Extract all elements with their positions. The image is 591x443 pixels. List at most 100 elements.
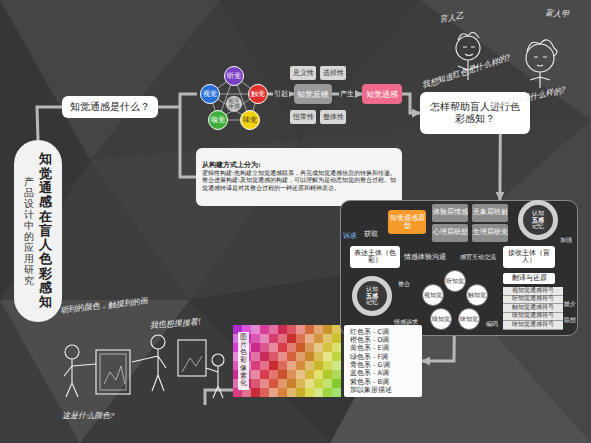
mosaic-cell xyxy=(314,343,323,352)
mosaic-cell xyxy=(296,370,305,379)
edge-note: 编码 xyxy=(486,320,498,329)
mosaic-box: 图片色彩像素化 xyxy=(233,325,341,397)
node-text: 生理层联觉 xyxy=(473,229,508,236)
node-text: 青色系 - G调 xyxy=(350,361,390,369)
prototype-box: 知觉通感原型 xyxy=(388,210,426,234)
mosaic-cell xyxy=(278,343,287,352)
mosaic-cell xyxy=(332,334,341,343)
node-text: 视知觉 xyxy=(424,291,442,300)
node-text: 知觉通感在盲人色彩感知 xyxy=(39,152,52,309)
pixel-mosaic xyxy=(233,325,341,397)
mosaic-cell xyxy=(251,334,260,343)
perception-circle: 触知觉 xyxy=(466,284,488,306)
question-box: 知觉通感是什么？ xyxy=(62,96,158,118)
connector xyxy=(422,336,454,361)
node-text: 知觉通感原型 xyxy=(389,214,425,230)
mosaic-cell xyxy=(296,361,305,370)
node-text: 味知觉通感符号 xyxy=(512,322,554,328)
subject-box: 表达主体（色彩） xyxy=(350,246,400,268)
mosaic-cell xyxy=(305,388,314,397)
node-text: 记忆 xyxy=(532,223,544,230)
node-text: 紫色系 - B调 xyxy=(350,378,389,386)
mosaic-cell xyxy=(269,370,278,379)
mosaic-cell xyxy=(287,370,296,379)
mosaic-cell xyxy=(305,343,314,352)
mosaic-cell xyxy=(314,370,323,379)
mosaic-cell xyxy=(251,361,260,370)
layer-box: 心理层联想 xyxy=(432,224,468,242)
property-tag: 整体性 xyxy=(320,110,346,124)
connector xyxy=(158,107,196,177)
mosaic-cell xyxy=(269,343,278,352)
sense-circle: 嗅觉 xyxy=(208,110,228,130)
edge-label: 引起 xyxy=(273,90,289,99)
node-text: 蓝色系 - A调 xyxy=(350,369,389,377)
mosaic-cell xyxy=(278,325,287,334)
subject-box: 接收主体（盲人） xyxy=(503,246,555,268)
node-text: 翻译与还原 xyxy=(512,274,547,283)
center-label: 相互作用 xyxy=(226,96,242,112)
mosaic-cell xyxy=(332,352,341,361)
mosaic-cell xyxy=(332,379,341,388)
perception-circle: 味知觉 xyxy=(458,308,480,330)
mosaic-cell xyxy=(269,361,278,370)
node-text: 整体性 xyxy=(323,113,344,122)
property-tag: 意义性 xyxy=(290,66,316,80)
mosaic-cell xyxy=(323,352,332,361)
mosaic-cell xyxy=(278,379,287,388)
text-panel: 从构建方式上分为:逻辑性构建:先构建立知觉通感联系，再完成知觉通感信息的转换和传… xyxy=(196,148,402,206)
sense-circle: 味觉 xyxy=(240,110,260,130)
handwritten-note: 盲人乙 xyxy=(439,10,464,24)
node-text: 五感 xyxy=(366,293,378,300)
mosaic-cell xyxy=(323,370,332,379)
mosaic-cell xyxy=(296,352,305,361)
handwritten-note: 听到的颜色，触摸到的画 xyxy=(60,295,149,315)
mosaic-cell xyxy=(296,325,305,334)
symbol-row: 听知觉通感符号 xyxy=(503,296,563,305)
node-text: 听知觉通感符号 xyxy=(512,296,554,302)
node-text: 味知觉 xyxy=(460,315,478,324)
node-text: 五感 xyxy=(532,217,544,224)
node-text: 知觉通感 xyxy=(366,89,398,100)
symbol-row: 触知觉通感符号 xyxy=(503,304,563,313)
node-text: 认知 xyxy=(532,210,544,217)
mosaic-cell xyxy=(287,361,296,370)
node-text: 逻辑性构建:先构建立知觉通感联系，再完成知觉通感信息的转换和传递。 xyxy=(202,170,396,178)
mosaic-cell xyxy=(251,388,260,397)
mosaic-cell xyxy=(251,379,260,388)
node-text: 听知觉 xyxy=(446,277,464,286)
node-text: 绿色系 - F调 xyxy=(350,353,388,361)
mosaic-cell xyxy=(314,379,323,388)
edge-note: 情感诉求 xyxy=(394,318,418,327)
node-text: 嗅知觉 xyxy=(432,315,450,324)
symbol-row: 视知觉通感符号 xyxy=(503,287,563,296)
node-text: 图片色彩像素化 xyxy=(238,332,249,390)
property-tag: 恒常性 xyxy=(290,110,316,124)
perception-circle: 听知觉 xyxy=(444,270,466,292)
cognition-ring: 认知五感记忆 xyxy=(518,200,558,240)
mosaic-cell xyxy=(305,379,314,388)
connector xyxy=(498,134,501,200)
edge-note: 感官互动交流 xyxy=(460,253,496,262)
node-text: 体验层情感 xyxy=(433,209,468,216)
sense-circle: 触觉 xyxy=(248,84,268,104)
node-text: 意义性 xyxy=(293,69,314,78)
node-text: 嗅知觉通感符号 xyxy=(512,313,554,319)
node-text: 恒常性 xyxy=(293,113,314,122)
handwritten-note: 我想知道红色是什么样的? xyxy=(421,52,512,91)
mosaic-cell xyxy=(260,361,269,370)
mosaic-cell xyxy=(314,388,323,397)
mosaic-cell xyxy=(332,361,341,370)
node-text: 选择性 xyxy=(323,69,344,78)
mosaic-cell xyxy=(287,325,296,334)
title-pill: 知觉通感在盲人色彩感知产品设计中的应用研究 xyxy=(14,140,62,322)
node-text: 黄色系 - E调 xyxy=(350,344,389,352)
result-box: 知觉通感 xyxy=(362,84,402,104)
mosaic-cell xyxy=(278,370,287,379)
mosaic-cell xyxy=(278,361,287,370)
mosaic-cell xyxy=(305,334,314,343)
handwritten-note: 我也想摸摸看! xyxy=(150,316,202,331)
edge-label: 产生 xyxy=(339,90,355,99)
mosaic-cell xyxy=(314,325,323,334)
sense-circle: 听觉 xyxy=(224,66,244,86)
